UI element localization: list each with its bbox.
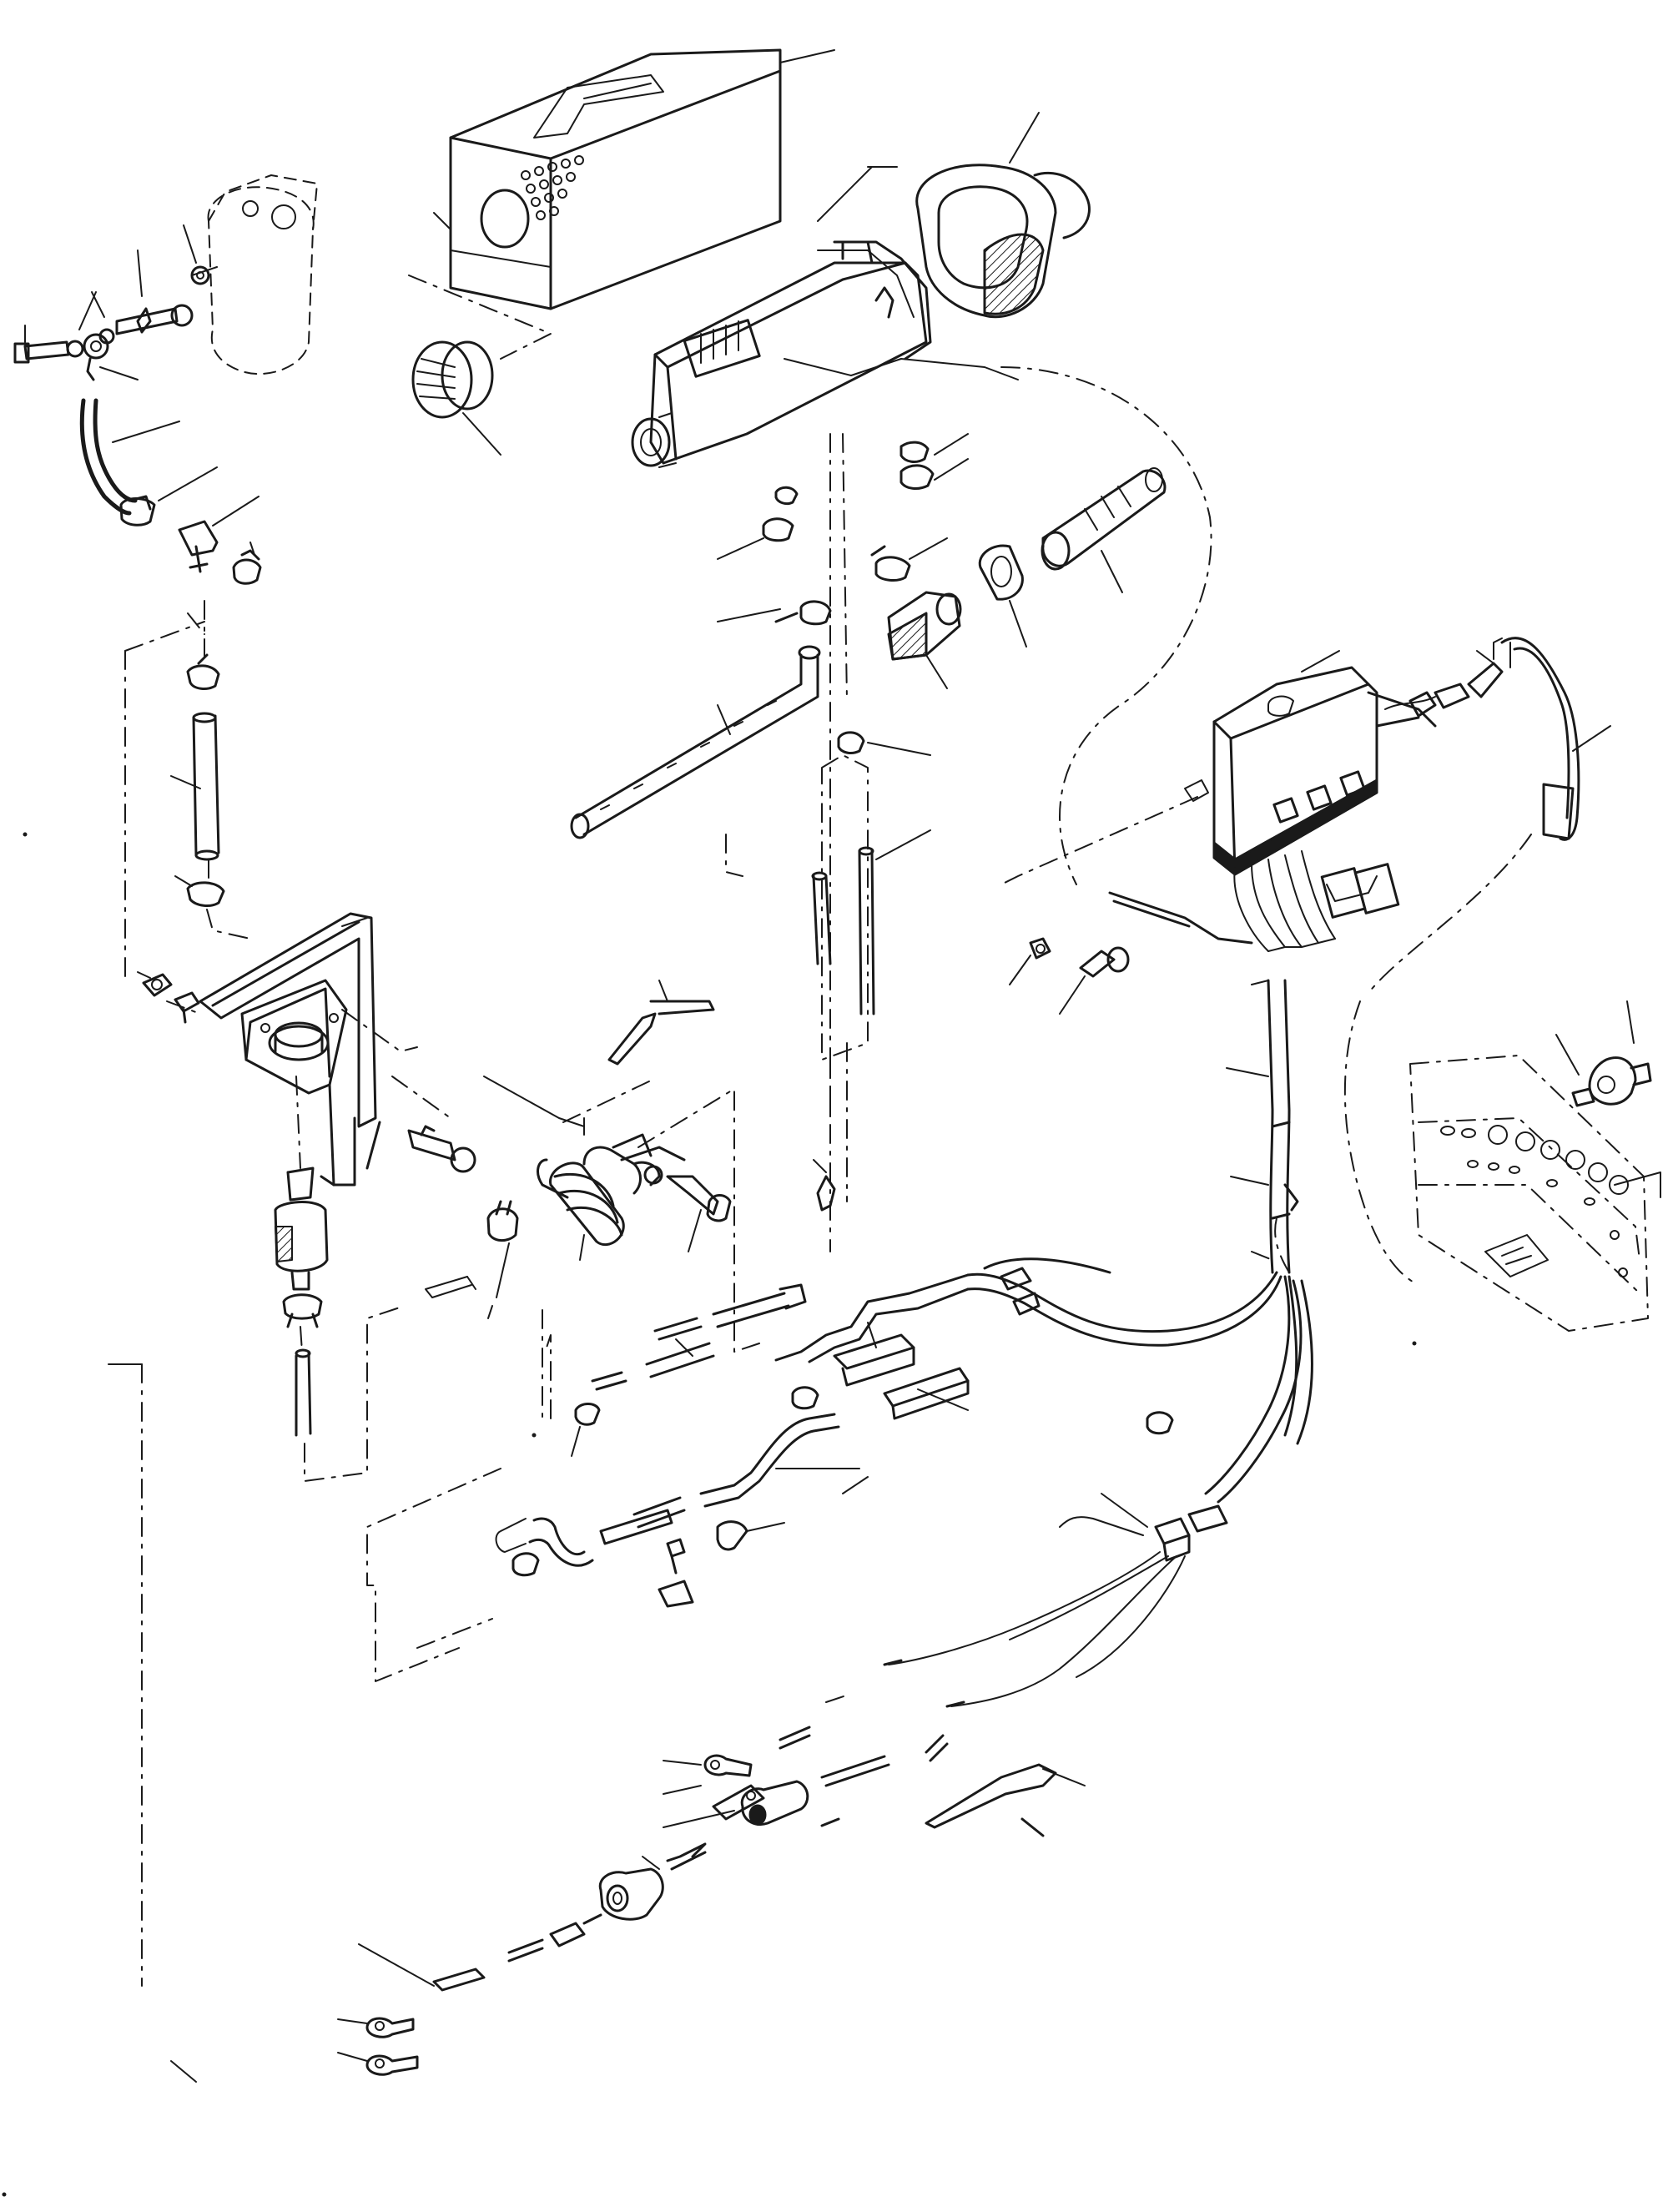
main-harness: [1226, 979, 1299, 1274]
connector-pin: [607, 980, 836, 1212]
fuel-pump-bracket: [199, 912, 418, 1187]
exhaust-elbow: [887, 544, 1027, 689]
center-axis: [829, 433, 848, 1252]
pipe-clamp: [837, 731, 931, 756]
fuel-line-upper: [170, 600, 251, 940]
exhaust-hood: [915, 112, 1091, 319]
insulation-sleeve: [598, 1867, 664, 1921]
exhaust-screw: [666, 1175, 732, 1252]
cable-tie-long: [1020, 1817, 1045, 1837]
fuel-dosing-pump: [274, 1076, 406, 1482]
control-unit-screws: [1009, 937, 1130, 1015]
group-frames: [542, 834, 848, 1419]
exhaust-clamp: [486, 1200, 519, 1298]
hose-clamps-tpiece: [119, 466, 262, 585]
exhaust-flex-pipe: [483, 1076, 760, 1353]
heater-mounting-hardware: [717, 433, 969, 626]
terminal-pins: [779, 1693, 1086, 1829]
timer-panel: [1343, 1000, 1661, 1332]
glow-plug-cables: [546, 1283, 807, 1457]
fuel-line-frame: [108, 612, 205, 2083]
sensor-rods: [811, 754, 931, 1061]
harness-branches: [774, 1217, 1313, 1504]
bracket-fasteners: [137, 971, 201, 1024]
branch-connectors: [791, 1322, 970, 1420]
timer-buttons: [1440, 1125, 1629, 1206]
fuel-fittings: [13, 224, 210, 381]
control-unit-plug: [1368, 637, 1611, 994]
harness-splitter: [883, 1493, 1228, 1708]
exhaust-silencer-pipe: [1041, 467, 1167, 593]
control-unit-wiring: [1108, 691, 1437, 952]
indicator-lamp: [1555, 1000, 1652, 1107]
heater-unit: [631, 166, 1212, 885]
fuel-filter: [191, 174, 318, 375]
flat-connectors: [337, 1913, 602, 2076]
air-intake-grille: [411, 340, 501, 456]
control-unit: [1000, 650, 1378, 885]
lower-harness: [366, 1413, 860, 1682]
vent-holes: [521, 155, 584, 220]
heater-cover-box: [408, 48, 835, 360]
cable-clips: [658, 1411, 1174, 1608]
ring-terminals: [642, 1754, 809, 1871]
leader-lines: [2, 832, 1417, 2197]
screws-center: [391, 1076, 476, 1298]
combustion-air-pipe: [570, 645, 821, 839]
